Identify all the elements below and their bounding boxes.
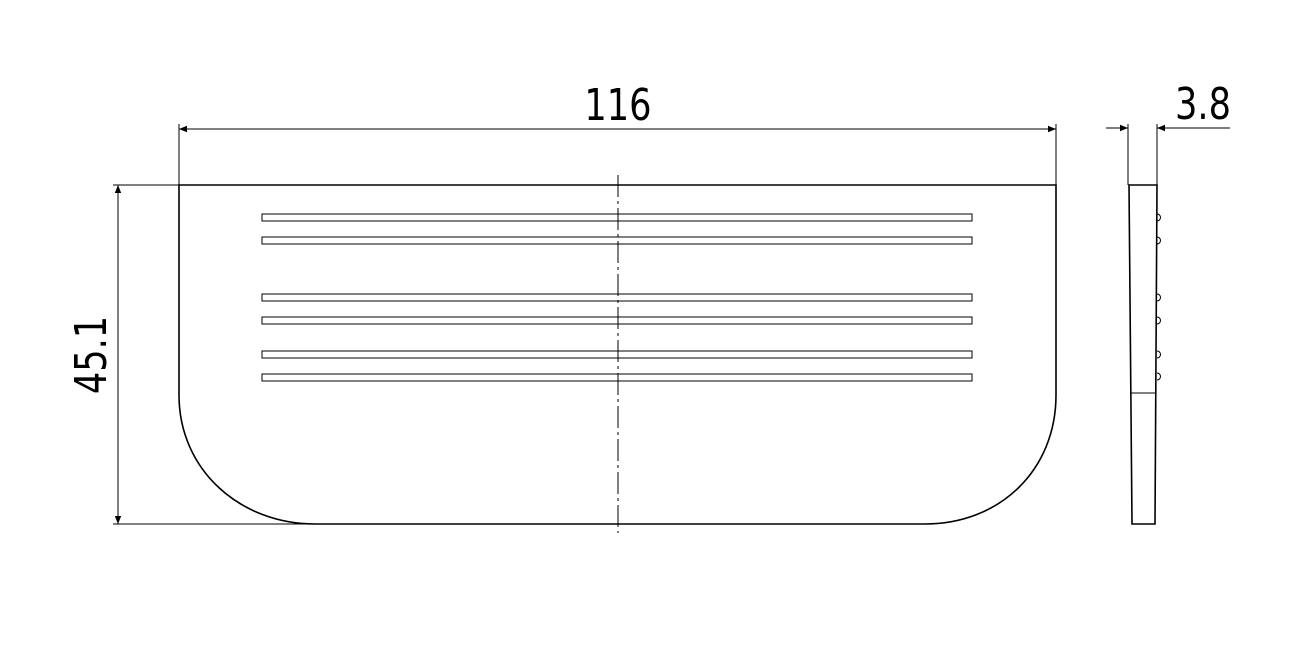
slots	[261, 213, 973, 382]
width-label: 116	[584, 80, 651, 131]
thickness-dimension: 3.8	[1106, 79, 1231, 185]
slot	[261, 373, 973, 382]
slot	[261, 236, 973, 245]
height-label: 45.1	[66, 316, 117, 394]
front-view	[178, 175, 1057, 533]
slot	[261, 293, 973, 302]
slot	[261, 213, 973, 222]
bump	[1156, 350, 1161, 359]
slot	[261, 350, 973, 359]
bump	[1156, 236, 1161, 245]
side-outline	[1128, 184, 1158, 525]
bump	[1156, 293, 1161, 302]
front-outline	[178, 184, 1057, 525]
side-view	[1128, 184, 1161, 525]
bump	[1156, 213, 1161, 222]
thickness-label: 3.8	[1175, 79, 1231, 130]
bump	[1156, 316, 1161, 325]
bump	[1156, 372, 1161, 381]
height-dimension: 45.1	[66, 184, 315, 525]
width-dimension: 116	[178, 80, 1057, 185]
slot-bumps	[1156, 213, 1161, 381]
slot	[261, 316, 973, 325]
